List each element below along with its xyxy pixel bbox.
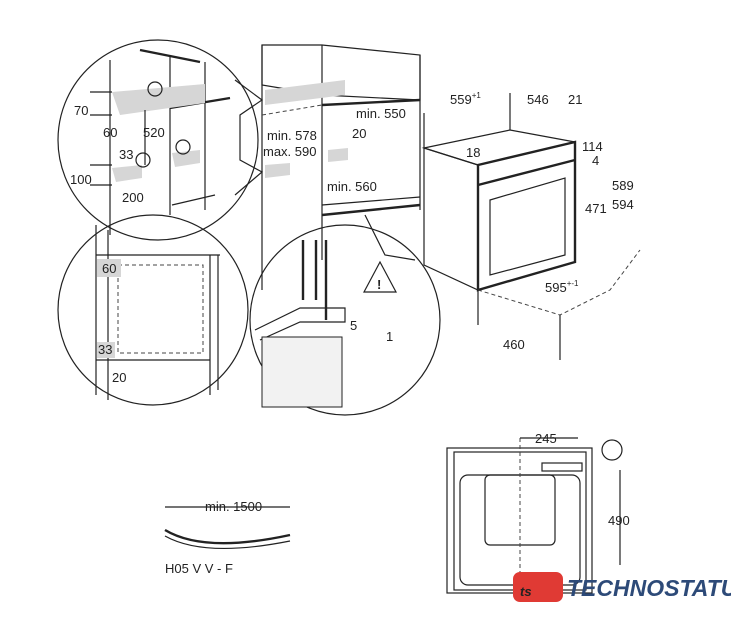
- dim-18: 18: [466, 145, 480, 160]
- logo-text: TECHNOSTATUS: [567, 575, 731, 601]
- dim-589: 589: [612, 178, 634, 193]
- cable-drawing: min. 1500 H05 V V - F: [164, 499, 291, 576]
- dim-245: 245: [535, 431, 557, 446]
- cable-type: H05 V V - F: [165, 561, 233, 576]
- dim-33: 33: [119, 147, 133, 162]
- technostatus-logo: ts TECHNOSTATUS: [513, 572, 731, 602]
- dim-max-590: max. 590: [263, 144, 316, 159]
- dim-60: 60: [102, 261, 116, 276]
- oven-drawing: 559+1 546 21 18 114 4 471 589 594 595+-1…: [421, 91, 641, 360]
- cable-length: min. 1500: [205, 499, 262, 514]
- detail-circle-gap: ! 5 1: [249, 214, 441, 416]
- dim-490: 490: [608, 513, 630, 528]
- dim-70: 70: [74, 103, 88, 118]
- dim-520: 520: [143, 125, 165, 140]
- dim-471: 471: [585, 201, 607, 216]
- svg-text:ts: ts: [520, 584, 532, 599]
- electric-icon: [147, 81, 163, 97]
- svg-text:!: !: [377, 277, 381, 292]
- electric-icon: [175, 139, 191, 155]
- cabinet-drawing: min. 550 min. 578 max. 590 20 min. 560: [261, 44, 421, 290]
- dim-min-578: min. 578: [267, 128, 317, 143]
- dim-460: 460: [503, 337, 525, 352]
- dim-20: 20: [112, 370, 126, 385]
- dim-594: 594: [612, 197, 634, 212]
- dim-33: 33: [98, 342, 112, 357]
- dim-546: 546: [527, 92, 549, 107]
- dim-21: 21: [568, 92, 582, 107]
- dim-5: 5: [350, 318, 357, 333]
- dim-min-560: min. 560: [327, 179, 377, 194]
- dim-100: 100: [70, 172, 92, 187]
- warning-icon: [363, 260, 397, 293]
- dim-20: 20: [352, 126, 366, 141]
- electric-icon: [135, 152, 151, 168]
- dim-4: 4: [592, 153, 599, 168]
- dim-60: 60: [103, 125, 117, 140]
- back-view-drawing: 245 490: [446, 431, 630, 594]
- dim-595: 595+-1: [545, 279, 579, 295]
- dim-200: 200: [122, 190, 144, 205]
- detail-circle-cutout: 60 33 20: [57, 214, 249, 406]
- electric-icon: [601, 439, 623, 461]
- detail-circle-sockets: 70 60 520 33 100 200: [57, 39, 264, 241]
- dim-1: 1: [386, 329, 393, 344]
- dim-559: 559+1: [450, 91, 481, 107]
- dim-min-550: min. 550: [356, 106, 406, 121]
- dim-114: 114: [582, 139, 603, 154]
